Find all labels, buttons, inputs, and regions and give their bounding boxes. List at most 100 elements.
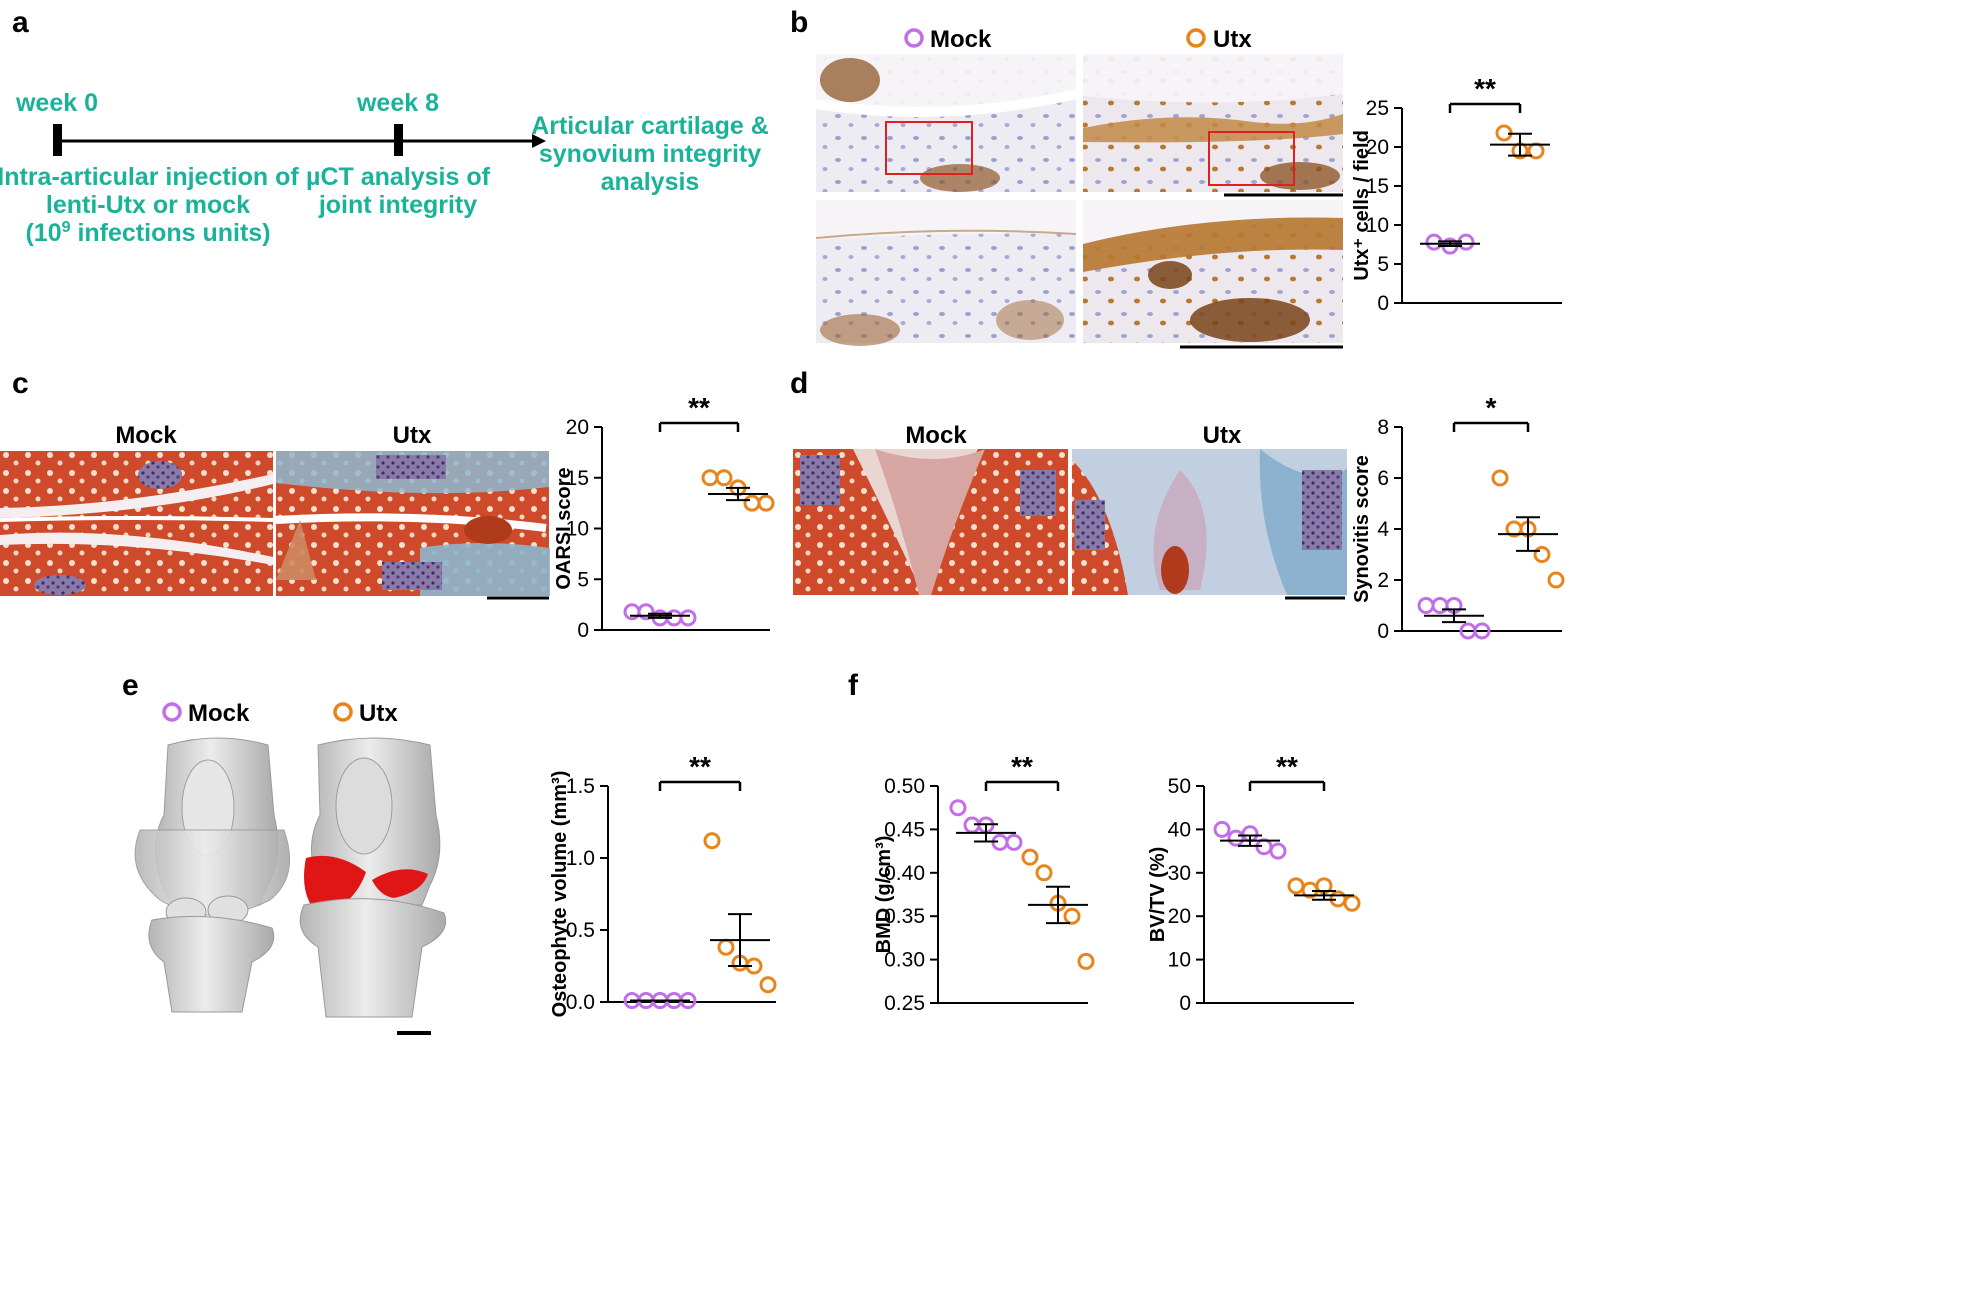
- utx-data-point: [1021, 848, 1039, 866]
- timeline: week 0 week 8 Intra-articular injection …: [0, 89, 769, 247]
- y-axis-label: Utx⁺ cells / field: [1351, 130, 1373, 281]
- timeline-arrowhead: [532, 134, 546, 148]
- panel-e-mock-label: Mock: [188, 700, 250, 727]
- panel-letter-f: f: [848, 669, 859, 702]
- y-tick-label: 0.50: [884, 775, 925, 798]
- utx-data-point: [1491, 469, 1509, 487]
- significance-label: *: [1486, 392, 1497, 423]
- panel-d-utx-label: Utx: [1203, 422, 1242, 449]
- timeline-week8-label: week 8: [356, 89, 439, 117]
- panel-c-utx-label: Utx: [393, 422, 432, 449]
- osteophyte-region-right: [372, 869, 428, 898]
- microct-mock-knee: [134, 737, 290, 1013]
- utx-data-point: [743, 494, 761, 512]
- y-tick-label: 0: [1377, 620, 1389, 643]
- panel-letter-d: d: [790, 367, 808, 400]
- safranin-utx-image: [275, 451, 550, 600]
- panel-letter-b: b: [790, 6, 808, 39]
- panel-b-mock-label: Mock: [930, 26, 992, 53]
- roi-box-utx: [1208, 131, 1295, 186]
- mock-data-point: [1005, 833, 1023, 851]
- panel-b-utx-label: Utx: [1213, 26, 1252, 53]
- mock-data-point: [1473, 622, 1491, 640]
- y-tick-label: 6: [1377, 467, 1389, 490]
- panel-e-legend: Mock Utx: [162, 700, 398, 727]
- timeline-start-line2: lenti-Utx or mock: [46, 191, 250, 219]
- timeline-start-line1: Intra-articular injection of: [0, 163, 299, 191]
- y-tick-label: 25: [1366, 97, 1389, 120]
- panel-e-utx-label: Utx: [359, 700, 398, 727]
- y-axis-label: Osteophyte volume (mm³): [549, 771, 571, 1018]
- mock-data-point: [637, 603, 655, 621]
- utx-data-point: [1287, 877, 1305, 895]
- y-tick-label: 0: [577, 619, 589, 642]
- timeline-week0-label: week 0: [15, 89, 98, 117]
- mock-data-point: [1269, 842, 1287, 860]
- timeline-start-line3: (109 infections units): [25, 219, 270, 247]
- significance-label: **: [1011, 751, 1033, 782]
- utx-data-point: [1077, 952, 1095, 970]
- y-tick-label: 40: [1168, 818, 1191, 841]
- timeline-end-line1: Articular cartilage &: [531, 112, 769, 140]
- synovium-mock-image: [793, 449, 1068, 595]
- significance-label: **: [689, 751, 711, 782]
- y-tick-label: 15: [566, 467, 589, 490]
- timeline-mid-line1: µCT analysis of: [306, 163, 491, 191]
- panel-d-mock-label: Mock: [905, 422, 967, 449]
- mock-marker-icon: [904, 28, 924, 48]
- y-tick-label: 0.45: [884, 818, 925, 841]
- utx-data-point: [759, 976, 777, 994]
- y-tick-label: 0.30: [884, 949, 925, 972]
- y-tick-label: 20: [1168, 905, 1191, 928]
- timeline-end-line2: synovium integrity: [539, 140, 761, 168]
- ihc-utx-high-mag: [1083, 200, 1343, 349]
- mock-marker-icon: [162, 702, 182, 722]
- panel-c-mock-label: Mock: [115, 422, 177, 449]
- utx-marker-icon: [1186, 28, 1206, 48]
- panel-letter-c: c: [12, 367, 29, 400]
- y-tick-label: 0.40: [884, 862, 925, 885]
- mock-data-point: [1213, 820, 1231, 838]
- synovium-utx-image: [1072, 449, 1347, 600]
- y-axis-label: Synovitis score: [1351, 455, 1373, 603]
- y-tick-label: 0: [1377, 292, 1389, 315]
- mock-data-point: [949, 799, 967, 817]
- microct-utx-knee: [299, 737, 447, 1035]
- y-tick-label: 5: [1377, 253, 1389, 276]
- utx-data-point: [701, 469, 719, 487]
- timeline-tick-week0: [53, 124, 62, 156]
- y-tick-label: 0: [1179, 992, 1191, 1015]
- y-tick-label: 0.5: [566, 919, 595, 942]
- y-tick-label: 10: [1168, 949, 1191, 972]
- y-tick-label: 5: [577, 568, 589, 591]
- ihc-mock-low-mag: [815, 54, 1078, 192]
- panel-letter-e: e: [122, 669, 139, 702]
- y-axis-label: BMD (g/cm³): [873, 836, 895, 954]
- y-tick-label: 0.0: [566, 991, 595, 1014]
- y-tick-label: 0.25: [884, 992, 925, 1015]
- utx-marker-icon: [333, 702, 353, 722]
- roi-box-mock: [885, 121, 973, 175]
- y-tick-label: 20: [566, 416, 589, 439]
- y-tick-label: 15: [1366, 175, 1389, 198]
- y-tick-label: 1.5: [566, 775, 595, 798]
- utx-data-point: [715, 469, 733, 487]
- panel-letter-a: a: [12, 6, 29, 39]
- ihc-utx-low-mag: [1083, 54, 1343, 197]
- significance-label: **: [1474, 73, 1496, 104]
- y-tick-label: 2: [1377, 569, 1389, 592]
- timeline-mid-line2: joint integrity: [318, 191, 477, 219]
- utx-data-point: [1343, 894, 1361, 912]
- y-tick-label: 10: [1366, 214, 1389, 237]
- y-tick-label: 8: [1377, 416, 1389, 439]
- utx-data-point: [1547, 571, 1565, 589]
- significance-label: **: [688, 392, 710, 423]
- timeline-end-line3: analysis: [601, 168, 700, 196]
